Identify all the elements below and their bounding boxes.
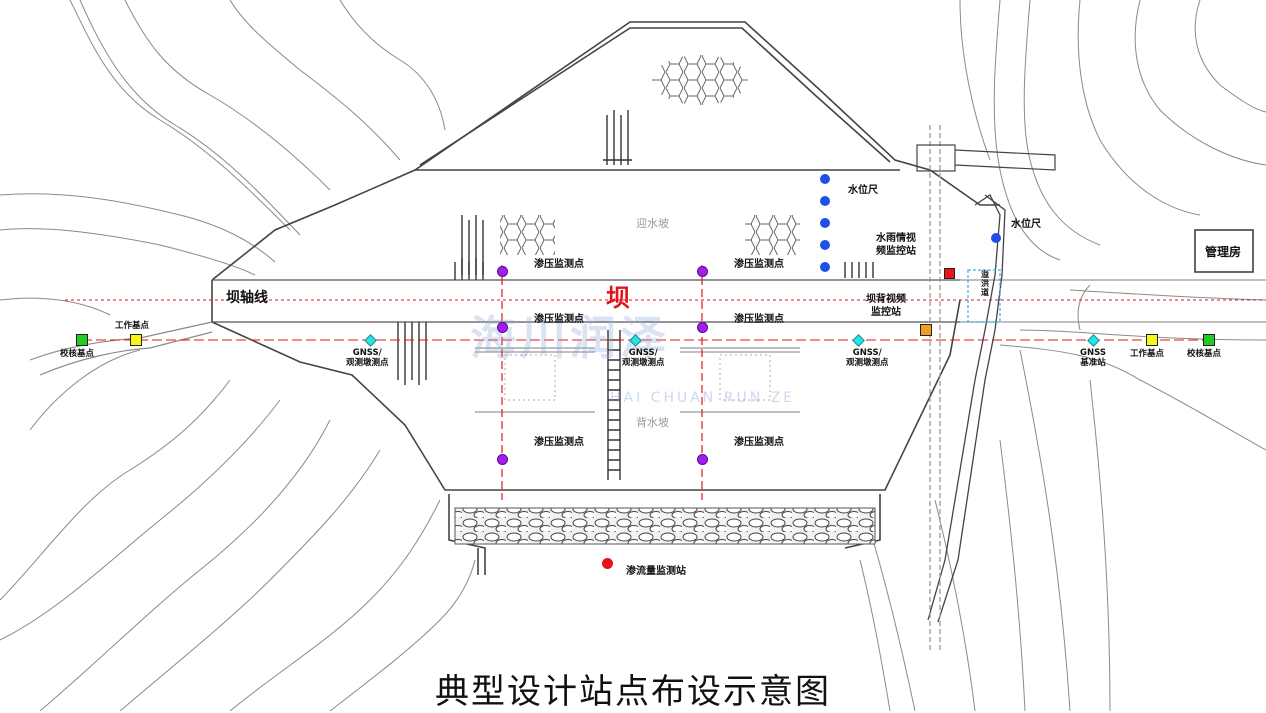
right-check-base-marker	[1203, 334, 1215, 346]
gnss-point-label: GNSS/ 观测墩测点	[622, 348, 665, 368]
left-check-base-label: 校核基点	[60, 349, 95, 359]
water-gauge-label-2: 水位尺	[1011, 219, 1041, 230]
water-gauge-label-1: 水位尺	[848, 185, 878, 196]
dam-label: 坝	[606, 284, 630, 312]
gnss-point-label: GNSS/ 观测墩测点	[846, 348, 889, 368]
water-gauge-dot	[820, 174, 830, 184]
downstream-slope: 背水坡	[636, 416, 669, 429]
gnss-point-label: GNSS/ 观测墩测点	[346, 348, 389, 368]
dam-body	[211, 21, 1000, 575]
pressure-point-marker	[497, 266, 508, 277]
toe-drain	[454, 507, 876, 545]
hatch-lines	[397, 110, 874, 480]
axis-label: 坝轴线	[226, 290, 268, 306]
pressure-point-label: 渗压监测点	[734, 437, 784, 448]
dam-crest	[212, 279, 1266, 323]
rain-station-marker	[944, 268, 955, 279]
water-gauge-dot-2	[991, 233, 1001, 243]
pressure-point-label: 渗压监测点	[534, 259, 584, 270]
pressure-point-marker	[497, 322, 508, 333]
pressure-point-marker	[697, 322, 708, 333]
water-gauge-dot	[820, 240, 830, 250]
right-work-base-marker	[1146, 334, 1158, 346]
hex-grids	[500, 55, 800, 255]
seepage-station-label: 渗流量监测站	[626, 566, 686, 577]
back-video-marker	[920, 324, 932, 336]
spillway	[927, 125, 1006, 650]
pressure-point-marker	[497, 454, 508, 465]
water-gauge-dot	[820, 196, 830, 206]
management-house: 管理房	[1205, 245, 1242, 259]
seepage-station-marker	[602, 558, 613, 569]
right-check-base-label: 校核基点	[1187, 349, 1222, 359]
pressure-point-label: 渗压监测点	[734, 314, 784, 325]
management-house-box	[1194, 229, 1254, 273]
gnss-base-label: GNSS 基准站	[1080, 348, 1106, 368]
pressure-point-label: 渗压监测点	[534, 437, 584, 448]
water-gauge-dot	[820, 262, 830, 272]
rain-station-label: 水雨情视 频监控站	[876, 233, 916, 257]
drain-cross	[475, 347, 800, 413]
intake-structure	[916, 144, 1056, 172]
spillway-label: 溢洪道	[981, 270, 989, 297]
upstream-slope: 迎水坡	[636, 217, 669, 230]
back-video-label: 坝背视频 监控站	[866, 294, 906, 318]
watermark-sub: HAI CHUAN RUN ZE	[610, 390, 796, 406]
right-work-base-label: 工作基点	[1130, 349, 1165, 359]
pressure-point-label: 渗压监测点	[734, 259, 784, 270]
diagram-title: 典型设计站点布设示意图	[435, 672, 831, 712]
pressure-point-marker	[697, 266, 708, 277]
left-check-base-marker	[76, 334, 88, 346]
pressure-point-marker	[697, 454, 708, 465]
water-gauge-dot	[820, 218, 830, 228]
left-work-base-label: 工作基点	[115, 321, 150, 331]
left-work-base-marker	[130, 334, 142, 346]
pressure-point-label: 渗压监测点	[534, 314, 584, 325]
